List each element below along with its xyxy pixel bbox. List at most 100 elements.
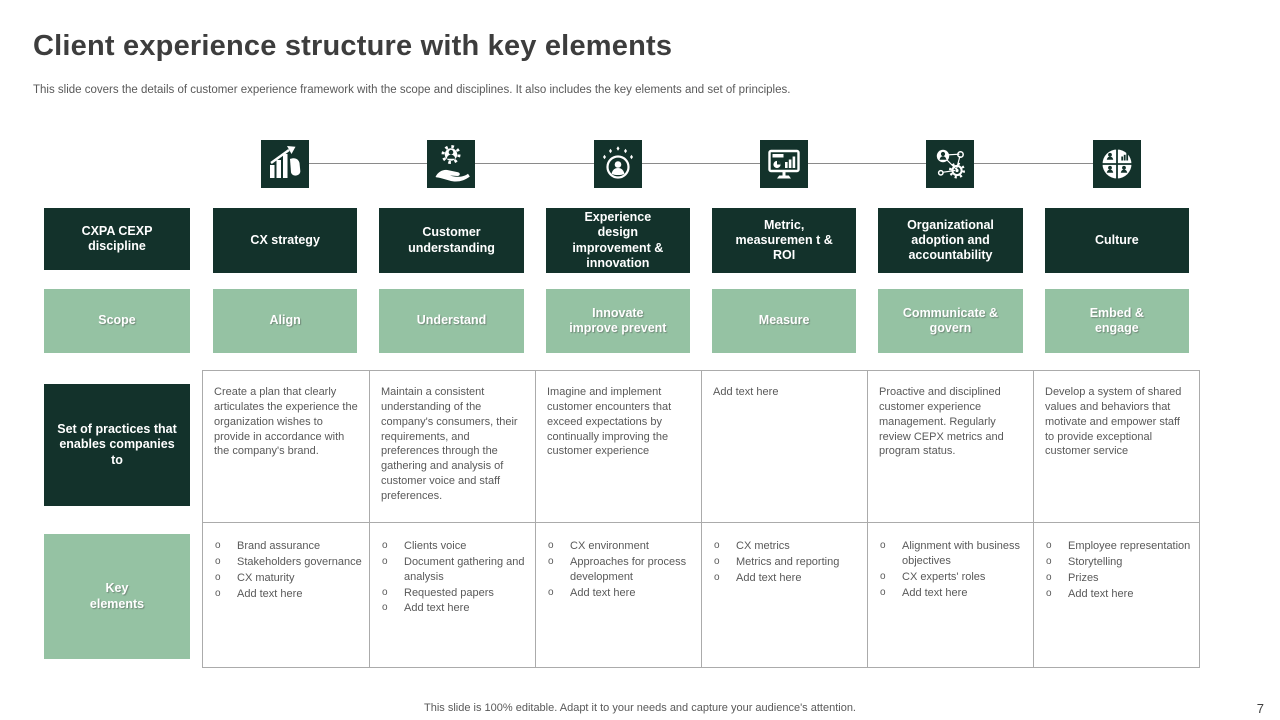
bullet-marker: o <box>880 586 886 598</box>
bullet-text: Add text here <box>902 586 968 599</box>
bullet-text: Employee representation <box>1068 540 1191 552</box>
practice-cell: Create a plan that clearly articulates t… <box>214 386 358 458</box>
framework-icons-row <box>202 140 1200 188</box>
scope-box: Understand <box>372 282 524 353</box>
dashboard-monitor-icon <box>760 140 809 188</box>
bullet-text: Add text here <box>237 587 303 600</box>
framework-icon-cell <box>535 140 701 188</box>
discipline-box: Metric, measuremen t & ROI <box>704 201 857 273</box>
discipline-box: Customer understanding <box>372 201 524 273</box>
bullet-text: Alignment with business objectives <box>902 540 1021 567</box>
bullet-item: o Brand assurance <box>213 539 363 554</box>
bullet-text: CX experts' roles <box>902 570 986 583</box>
bullet-item: o Document gathering and analysis <box>380 555 529 585</box>
footer-note: This slide is 100% editable. Adapt it to… <box>424 702 856 714</box>
framework-icon-cell <box>368 140 534 188</box>
practice-cell: Imagine and implement customer encounter… <box>535 371 701 522</box>
bullet-marker: o <box>382 555 388 567</box>
practice-cell: Add text here <box>701 371 867 522</box>
practice-cell: Maintain a consistent understanding of t… <box>369 371 535 522</box>
scope-box-left: Scope <box>37 282 190 353</box>
bullet-marker: o <box>382 586 388 598</box>
bullet-marker: o <box>548 540 554 551</box>
bullet-item: o CX metrics <box>712 539 861 554</box>
bullet-text: Prizes <box>1068 571 1099 584</box>
bullet-text: Document gathering and analysis <box>404 555 525 583</box>
bullet-text: Stakeholders governance <box>237 555 362 568</box>
scope-box: Embed & engage <box>1037 282 1189 353</box>
scope-box: Communicate & govern <box>871 282 1023 353</box>
bullet-item: o Clients voice <box>380 539 529 554</box>
scope-box: Measure <box>704 282 857 353</box>
discipline-box-left: CXPA CEXP discipline <box>37 201 190 270</box>
discipline-box: Organizational adoption and accountabili… <box>871 201 1023 273</box>
bullet-marker: o <box>382 540 388 551</box>
discipline-box: CX strategy <box>205 201 358 273</box>
bullet-text: CX maturity <box>237 571 295 584</box>
bullet-text: Brand assurance <box>237 540 321 552</box>
bullet-item: o Stakeholders governance <box>213 555 363 570</box>
bullet-marker: o <box>1046 571 1052 583</box>
slide-subtitle: This slide covers the details of custome… <box>33 84 791 96</box>
customer-rating-icon <box>593 140 642 188</box>
bullet-marker: o <box>382 602 388 614</box>
bullet-text: Add text here <box>1068 587 1134 600</box>
bullet-text: Metrics and reporting <box>736 555 840 568</box>
key-elements-label-box: Key elements <box>37 534 190 666</box>
bullet-text: Add text here <box>404 602 470 615</box>
bullet-marker: o <box>215 571 221 583</box>
bullet-text: Add text here <box>570 586 636 599</box>
practices-table: Create a plan that clearly articulates t… <box>202 370 1200 668</box>
practice-cell: Proactive and disciplined customer exper… <box>867 371 1033 522</box>
culture-segments-icon <box>1092 140 1141 188</box>
framework-icon-cell <box>202 140 368 188</box>
growth-chart-icon <box>261 140 310 188</box>
framework-icon-cell <box>701 140 867 188</box>
bullet-text: Storytelling <box>1068 555 1123 568</box>
bullet-item: o CX maturity <box>213 571 363 586</box>
discipline-box: Culture <box>1037 201 1189 273</box>
bullet-text: CX environment <box>570 540 649 552</box>
bullet-item: o Add text here <box>878 586 1027 601</box>
framework-icon-cell <box>867 140 1033 188</box>
bullet-text: CX metrics <box>736 540 790 552</box>
bullet-marker: o <box>548 555 554 567</box>
bullet-item: o Add text here <box>380 601 529 616</box>
bullet-text: Clients voice <box>404 540 467 552</box>
bullet-item: o Prizes <box>1044 571 1193 586</box>
practice-cell: Develop a system of shared values and be… <box>1033 371 1199 522</box>
bullet-marker: o <box>880 570 886 582</box>
bullet-marker: o <box>548 586 554 598</box>
bullet-marker: o <box>215 555 221 567</box>
page-number: 7 <box>1256 701 1264 716</box>
practices-label-box: Set of practices that enables companies … <box>37 384 190 513</box>
hand-gear-icon <box>427 140 476 188</box>
bullet-marker: o <box>714 540 720 551</box>
bullet-text: Add text here <box>736 571 802 584</box>
bullet-marker: o <box>215 540 221 551</box>
